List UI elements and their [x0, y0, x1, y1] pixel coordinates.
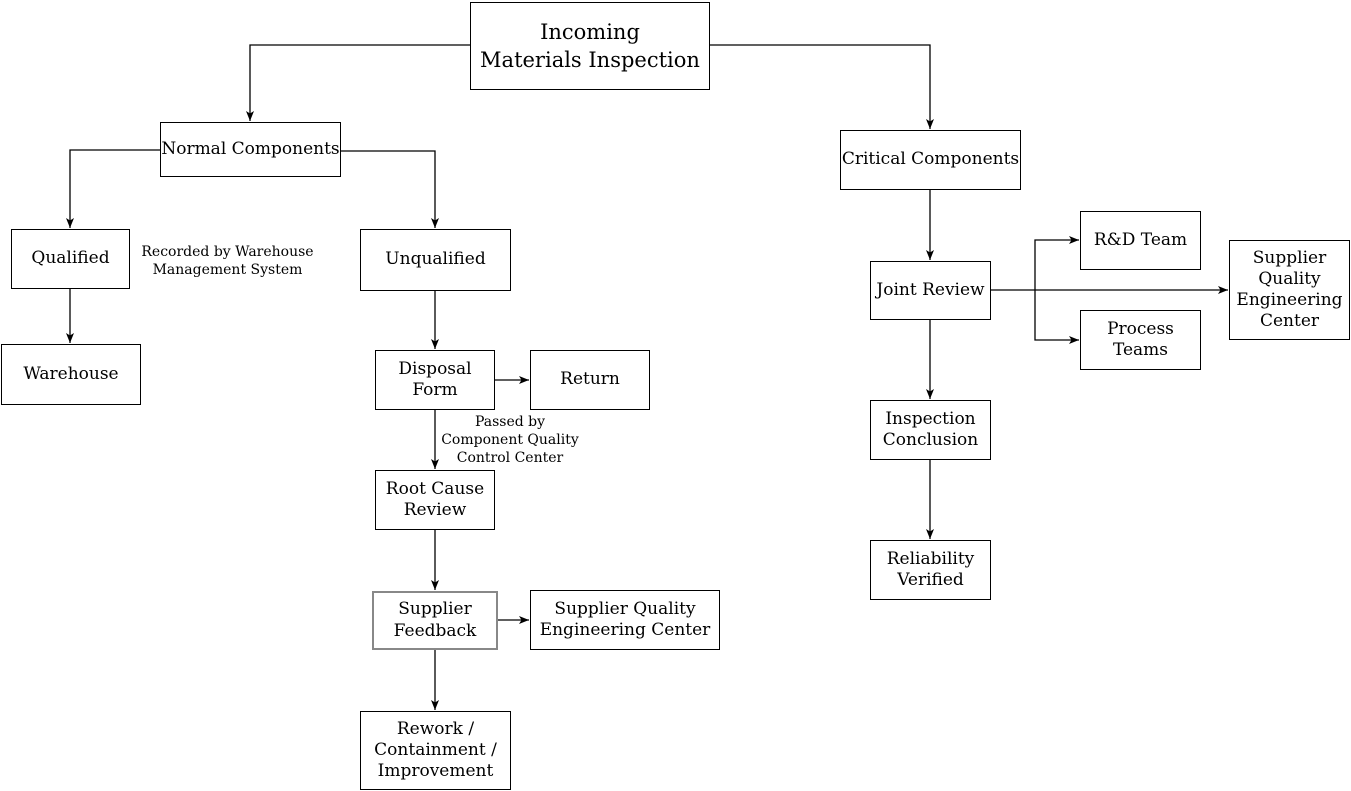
node-warehouse: Warehouse: [1, 344, 141, 405]
node-supplier-feedback: Supplier Feedback: [372, 591, 498, 650]
edge-joint-review-to-process-teams: [1034, 290, 1079, 344]
edge-incoming-materials-inspection-to-normal-components: [246, 44, 470, 121]
node-process-teams: Process Teams: [1080, 310, 1201, 370]
node-rd-team: R&D Team: [1080, 211, 1201, 270]
node-qualified: Qualified: [11, 229, 130, 289]
edge-normal-components-to-qualified: [66, 149, 160, 228]
edge-normal-components-to-unqualified: [341, 150, 439, 228]
node-critical-components: Critical Components: [840, 130, 1021, 190]
annotation-passed-by-note: Passed by Component Quality Control Cent…: [441, 414, 579, 466]
node-disposal-form: Disposal Form: [375, 350, 495, 410]
node-unqualified: Unqualified: [360, 229, 511, 291]
node-reliability-verified: Reliability Verified: [870, 540, 991, 600]
node-return: Return: [530, 350, 650, 410]
node-normal-components: Normal Components: [160, 122, 341, 177]
node-incoming-materials-inspection: Incoming Materials Inspection: [470, 2, 710, 90]
node-rework-containment-improvement: Rework / Containment / Improvement: [360, 711, 511, 790]
node-joint-review: Joint Review: [870, 261, 991, 320]
node-root-cause-review: Root Cause Review: [375, 470, 495, 530]
annotation-recorded-by-note: Recorded by Warehouse Management System: [141, 244, 314, 278]
node-inspection-conclusion: Inspection Conclusion: [870, 400, 991, 460]
edge-joint-review-to-rd-team: [1034, 236, 1079, 290]
edge-incoming-materials-inspection-to-critical-components: [710, 44, 934, 129]
node-supplier-quality-engineering-center-left: Supplier Quality Engineering Center: [530, 590, 720, 650]
node-supplier-quality-engineering-center-right: Supplier Quality Engineering Center: [1229, 240, 1350, 340]
